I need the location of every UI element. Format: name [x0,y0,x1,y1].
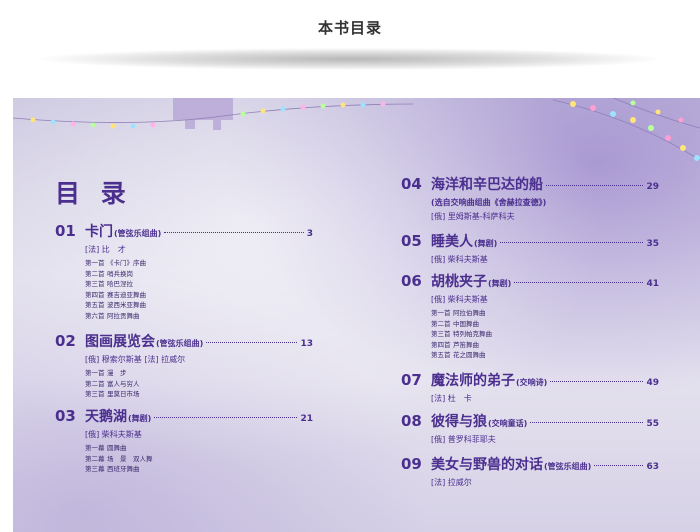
entry-number: 07 [401,371,422,389]
leader-dots [164,232,304,233]
entry-page: 21 [300,414,313,424]
fairy-lights-decoration [13,98,700,161]
entry-author: [法] 拉威尔 [431,478,472,487]
toc-entry-08[interactable]: 08 彼得与狼 (交响童话) 55 [俄] 普罗科菲耶夫 [401,411,659,445]
entry-page: 63 [646,462,659,472]
entry-subtitle: (交响童话) [488,419,528,428]
list-item: 第三幕西班牙舞曲 [85,465,140,473]
entry-number: 05 [401,232,422,250]
leader-dots [546,185,644,186]
entry-page: 13 [300,339,313,349]
entry-author: [俄] 里姆斯基-科萨科夫 [431,212,515,221]
entry-author: [俄] 柴科夫斯基 [431,295,488,304]
movement-list: 第一首阿拉伯舞曲 第二首中国舞曲 第三首特列帕克舞曲 第四首芦笛舞曲 第五首花之… [431,308,659,361]
entry-page: 29 [646,182,659,192]
movement-list: 第一首漫 步 第二首富人与穷人 第三首里莫日市场 [85,368,313,400]
entry-title: 图画展览会 [85,334,155,350]
entry-author: [俄] 柴科夫斯基 [431,255,488,264]
entry-subtitle: (管弦乐组曲) [156,339,204,348]
entry-author: [俄] 穆索尔斯基 [法] 拉威尔 [85,355,186,364]
entry-subtitle: (交响诗) [516,378,548,387]
list-item: 第五首花之圆舞曲 [431,351,486,359]
list-item: 第四首芦笛舞曲 [431,340,479,349]
entry-subtitle: (管弦乐组曲) [114,229,162,238]
page-header: 本书目录 [0,0,700,98]
list-item: 第五首波西米亚舞曲 [85,301,146,309]
entry-title: 美女与野兽的对话 [431,457,543,473]
toc-entry-06[interactable]: 06 胡桃夹子 (舞剧) 41 [俄] 柴科夫斯基 第一首阿拉伯舞曲 第二首中国… [401,271,659,361]
entry-title: 魔法师的弟子 [431,373,515,389]
entry-number: 03 [55,407,76,425]
entry-page: 49 [646,378,659,388]
entry-number: 08 [401,412,422,430]
list-item: 第一首漫 步 [85,369,127,377]
list-item: 第三首哈巴涅拉 [85,280,133,288]
movement-list: 第一首《卡门》序曲 第二首哨兵换岗 第三首哈巴涅拉 第四首赛吉迪亚舞曲 第五首波… [85,258,313,321]
leader-dots [154,417,298,418]
entry-number: 06 [401,272,422,290]
list-item: 第一首阿拉伯舞曲 [431,309,486,317]
leader-dots [206,342,298,343]
entry-title: 睡美人 [431,234,473,250]
background-glow [13,98,700,532]
list-item: 第二首中国舞曲 [431,319,479,328]
entry-page: 35 [646,239,659,249]
list-item: 第三首特列帕克舞曲 [431,330,492,338]
page-title: 本书目录 [317,19,382,37]
leader-dots [530,422,644,423]
entry-subtitle: (管弦乐组曲) [544,462,592,471]
leader-dots [594,465,644,466]
list-item: 第三首里莫日市场 [85,390,140,398]
entry-subtitle: (舞剧) [474,239,498,248]
entry-page: 55 [646,419,659,429]
toc-entry-03[interactable]: 03 天鹅湖 (舞剧) 21 [俄] 柴科夫斯基 第一幕圆舞曲 第二幕场 景 双… [55,406,313,475]
entry-number: 02 [55,332,76,350]
header-shadow-divider [40,48,660,70]
list-item: 第二首富人与穷人 [85,379,140,388]
toc-entry-02[interactable]: 02 图画展览会 (管弦乐组曲) 13 [俄] 穆索尔斯基 [法] 拉威尔 第一… [55,331,313,400]
list-item: 第一幕圆舞曲 [85,444,127,452]
toc-entry-04[interactable]: 04 海洋和辛巴达的船 29 (选自交响曲组曲《舍赫拉查德》) [俄] 里姆斯基… [401,174,659,222]
entry-author: [俄] 普罗科菲耶夫 [431,435,496,444]
entry-author: [俄] 柴科夫斯基 [85,430,142,439]
toc-heading: 目 录 [55,179,132,208]
list-item: 第一首《卡门》序曲 [85,259,146,267]
leader-dots [500,242,644,243]
toc-entry-07[interactable]: 07 魔法师的弟子 (交响诗) 49 [法] 杜 卡 [401,370,659,404]
entry-author: [法] 比 才 [85,245,126,254]
list-item: 第二首哨兵换岗 [85,269,133,278]
list-item: 第四首赛吉迪亚舞曲 [85,290,146,299]
entry-number: 09 [401,455,422,473]
entry-number: 04 [401,175,422,193]
toc-banner: 目 录 01 卡门 (管弦乐组曲) 3 [法] 比 才 第一首《卡门》序曲 第二… [13,98,700,532]
entry-page: 3 [306,229,313,239]
entry-title: 天鹅湖 [85,409,127,425]
entry-note: (选自交响曲组曲《舍赫拉查德》) [431,198,547,207]
entry-page: 41 [646,279,659,289]
toc-entry-05[interactable]: 05 睡美人 (舞剧) 35 [俄] 柴科夫斯基 [401,231,659,265]
entry-title: 彼得与狼 [431,414,487,430]
entry-number: 01 [55,222,76,240]
movement-list: 第一幕圆舞曲 第二幕场 景 双人舞 第三幕西班牙舞曲 [85,443,313,475]
entry-title: 卡门 [85,224,113,240]
leader-dots [514,282,644,283]
toc-entry-01[interactable]: 01 卡门 (管弦乐组曲) 3 [法] 比 才 第一首《卡门》序曲 第二首哨兵换… [55,221,313,321]
entry-subtitle: (舞剧) [488,279,512,288]
toc-entry-09[interactable]: 09 美女与野兽的对话 (管弦乐组曲) 63 [法] 拉威尔 [401,454,659,488]
leader-dots [550,381,644,382]
entry-title: 海洋和辛巴达的船 [431,177,543,193]
list-item: 第六首阿拉贡舞曲 [85,311,140,320]
entry-title: 胡桃夹子 [431,274,487,290]
list-item: 第二幕场 景 双人舞 [85,454,153,463]
entry-subtitle: (舞剧) [128,414,152,423]
entry-author: [法] 杜 卡 [431,394,472,403]
